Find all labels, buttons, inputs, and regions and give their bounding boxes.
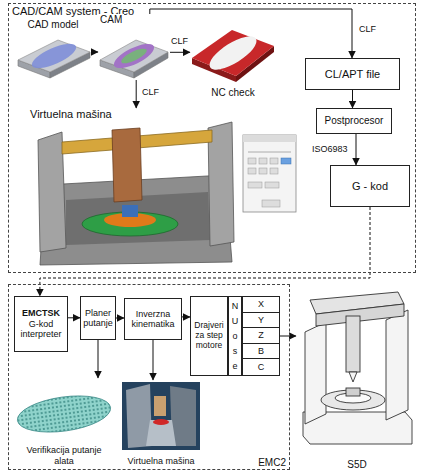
connector-arrow — [98, 340, 99, 378]
connector-arrow — [136, 80, 137, 108]
picture-caption: Verifikacija putanje alata — [14, 445, 114, 466]
axis-name: Z — [258, 330, 264, 340]
axis-name: X — [258, 299, 264, 309]
virtual-machine-picture — [38, 122, 234, 265]
connector-arrow — [280, 336, 296, 337]
edge-label: CLF — [358, 25, 377, 35]
virtual-machine-picture — [122, 382, 200, 450]
illustration-node: CAD model — [14, 19, 92, 79]
axis-name: Y — [258, 315, 264, 325]
picture-caption: NC check — [209, 87, 256, 99]
edge-label: CLF — [141, 88, 160, 98]
cam-picture — [100, 39, 168, 78]
connector-arrow — [170, 52, 190, 53]
table-cell: Y — [243, 313, 279, 329]
column-box: NUose — [228, 296, 242, 376]
box-label: NUose — [231, 299, 240, 374]
edge-label: ISO6983 — [311, 145, 349, 155]
dialog-window-picture — [243, 135, 296, 212]
illustration-node: S5D — [296, 286, 418, 470]
connector-arrow — [352, 90, 353, 108]
table-cell: Z — [243, 328, 279, 344]
connector-arrow — [92, 52, 98, 53]
box-label: G - kod — [352, 180, 388, 193]
illustration-node: Virtuelna mašina — [120, 380, 202, 466]
connector-arrow — [182, 316, 190, 317]
axis-name: B — [258, 346, 264, 356]
group-frame: EMC2 EMCTSKG-kod interpreter Planer putanj… — [8, 284, 290, 470]
connector-arrow — [150, 9, 352, 58]
connector-arrow — [40, 207, 370, 296]
table-cell: C — [243, 359, 279, 375]
connector-arrow — [356, 134, 357, 165]
edge-label: CLF — [170, 37, 189, 47]
process-box: Inverzna kinematika — [124, 298, 182, 340]
connector-arrow — [116, 318, 124, 319]
group-frame: CAD/CAM system - CreoCAD modelCAMNC chec… — [8, 3, 416, 273]
nc-check-picture — [192, 30, 274, 82]
box-label: Postprocesor — [325, 115, 384, 127]
picture-caption: S5D — [345, 459, 368, 471]
axis-table: XYZBC — [242, 296, 280, 376]
box-label: G-kod interpreter — [17, 319, 65, 340]
box-label: EMCTSK — [22, 308, 60, 318]
box-label: Inverzna kinematika — [127, 309, 179, 330]
process-box: EMCTSKG-kod interpreter — [14, 296, 68, 352]
connector-arrow — [68, 317, 80, 318]
process-box: Drajveri za step motore — [190, 296, 228, 376]
process-box: Postprocesor — [316, 108, 392, 134]
process-box: Planer putanje — [80, 296, 116, 340]
cad-model-picture — [18, 39, 90, 78]
axis-name: C — [258, 362, 265, 372]
toolpath-picture — [15, 391, 113, 438]
box-label: Planer putanje — [83, 308, 113, 329]
process-box: G - kod — [330, 165, 410, 207]
illustration-node: Virtuelna mašina — [28, 108, 298, 270]
process-box: CL/APT file — [305, 58, 400, 90]
picture-caption: Virtuelna mašina — [126, 456, 197, 466]
picture-caption: CAM — [98, 14, 124, 26]
picture-caption: Virtuelna mašina — [28, 108, 114, 121]
box-label: CL/APT file — [325, 68, 380, 81]
illustration-node: NC check — [190, 26, 276, 98]
table-cell: X — [243, 297, 279, 313]
box-label: Drajveri za step motore — [193, 321, 225, 350]
group-title: EMC2 — [258, 457, 286, 469]
illustration-node: CAM — [98, 14, 170, 80]
picture-caption: CAD model — [25, 19, 80, 31]
s5d-machine-picture — [303, 292, 412, 444]
connector-arrow — [153, 340, 154, 380]
table-cell: B — [243, 344, 279, 360]
illustration-node: Verifikacija putanje alata — [14, 378, 114, 466]
